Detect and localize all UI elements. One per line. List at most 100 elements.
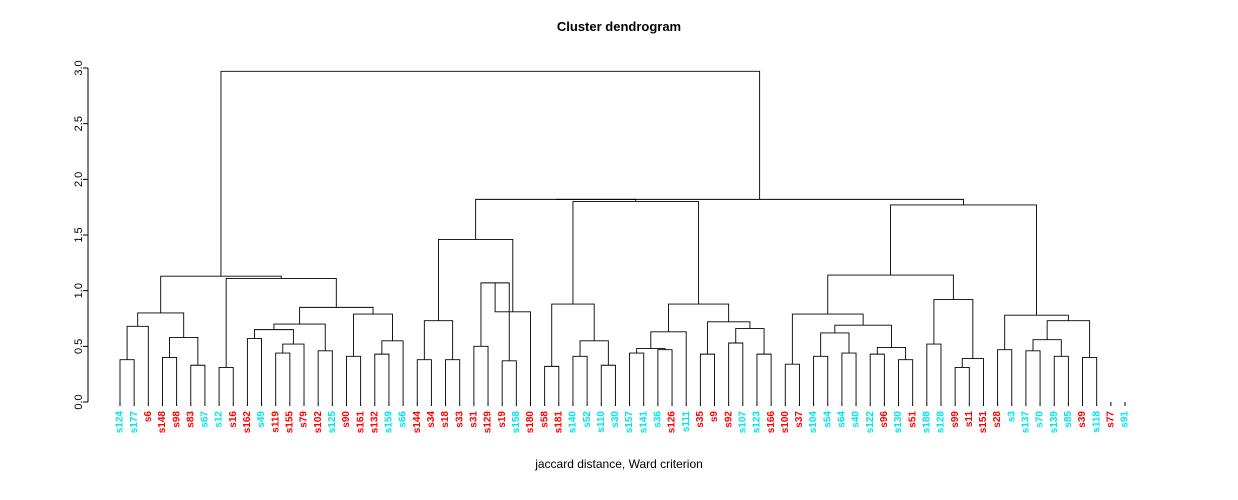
dendrogram-links: [119, 70, 1098, 402]
y-tick-label: 2.0: [73, 172, 85, 187]
dendrogram-link: [890, 204, 1037, 316]
dendrogram-link: [416, 359, 432, 402]
leaf-label-s90: s90: [341, 411, 352, 428]
dendrogram-link: [827, 274, 954, 315]
dendrogram-link: [273, 323, 326, 351]
y-tick-label: 0.0: [73, 394, 85, 409]
leaf-label-s28: s28: [992, 411, 1003, 428]
dendrogram-link: [551, 303, 595, 367]
dendrogram-link: [933, 299, 974, 359]
leaf-label-s19: s19: [497, 411, 508, 428]
dendrogram-link: [169, 336, 199, 366]
dendrogram-link: [254, 329, 294, 345]
dendrogram-link: [813, 355, 829, 402]
dendrogram-link: [869, 353, 885, 402]
dendrogram-link: [629, 352, 645, 402]
leaf-label-s58: s58: [539, 411, 550, 428]
leaf-label-s70: s70: [1035, 411, 1046, 428]
leaf-label-s162: s162: [242, 411, 253, 434]
dendrogram-link: [353, 313, 393, 357]
dendrogram-link: [445, 359, 461, 402]
leaf-label-s122: s122: [865, 411, 876, 434]
dendrogram-link: [1032, 339, 1062, 357]
dendrogram-link: [841, 352, 857, 402]
leaf-label-s148: s148: [157, 411, 168, 434]
dendrogram-link: [668, 303, 730, 332]
y-tick-label: 0.5: [73, 339, 85, 354]
dendrogram-link: [728, 342, 744, 402]
dendrogram-link: [119, 359, 135, 402]
leaf-label-s77: s77: [1105, 411, 1116, 428]
dendrogram-link: [275, 352, 291, 402]
y-tick-label: 3.0: [73, 60, 85, 75]
dendrogram-link: [137, 312, 185, 338]
leaf-label-s79: s79: [299, 411, 310, 428]
page-title: Cluster dendrogram: [556, 19, 682, 34]
leaf-label-s137: s137: [1021, 411, 1032, 434]
leaf-label-s158: s158: [511, 411, 522, 434]
dendrogram-link: [162, 357, 178, 402]
leaf-label-s12: s12: [214, 411, 225, 428]
leaf-label-s102: s102: [313, 411, 324, 434]
leaf-label-s188: s188: [921, 411, 932, 434]
y-axis: 0.00.51.01.52.02.53.0: [73, 60, 89, 410]
leaf-label-s140: s140: [568, 411, 579, 434]
leaf-label-s118: s118: [1091, 411, 1102, 433]
leaf-label-s64: s64: [837, 411, 848, 428]
leaf-label-s141: s141: [638, 411, 649, 434]
leaf-label-s155: s155: [284, 411, 295, 434]
dendrogram-link: [160, 275, 282, 313]
dendrogram-link: [218, 367, 234, 402]
leaf-label-s3: s3: [1006, 411, 1017, 423]
leaf-label-s6: s6: [143, 411, 154, 423]
leaf-label-s16: s16: [228, 411, 239, 428]
leaf-label-s39: s39: [1077, 411, 1088, 428]
dendrogram-link: [299, 306, 374, 325]
leaf-label-s51: s51: [907, 411, 918, 428]
leaf-label-s107: s107: [737, 411, 748, 434]
leaf-label-s144: s144: [412, 411, 423, 434]
dendrogram-link: [1053, 355, 1069, 402]
leaf-label-s129: s129: [483, 411, 494, 434]
leaf-label-s111: s111: [681, 411, 692, 433]
dendrogram-link: [657, 349, 673, 402]
dendrogram-link: [756, 353, 772, 402]
dendrogram-link: [961, 358, 984, 402]
dendrogram-link: [898, 359, 914, 402]
leaf-label-s139: s139: [1049, 411, 1060, 434]
leaf-label-s67: s67: [200, 411, 211, 428]
y-tick-label: 2.5: [73, 116, 85, 131]
dendrogram-link: [190, 364, 206, 402]
leaf-label-s11: s11: [964, 411, 975, 428]
dendrogram-link: [1046, 320, 1091, 358]
leaf-label-s151: s151: [978, 411, 989, 434]
leaf-label-s83: s83: [185, 411, 196, 428]
leaf-label-s181: s181: [553, 411, 564, 434]
leaf-label-s166: s166: [766, 411, 777, 434]
x-axis-caption: jaccard distance, Ward criterion: [535, 457, 703, 471]
leaf-label-s177: s177: [129, 411, 140, 434]
leaf-label-s126: s126: [667, 411, 678, 434]
leaf-label-s132: s132: [369, 411, 380, 434]
leaf-label-s66: s66: [398, 411, 409, 428]
leaf-label-s119: s119: [270, 411, 281, 433]
leaf-label-s40: s40: [851, 411, 862, 428]
dendrogram-link: [475, 198, 637, 240]
dendrogram-link: [1082, 357, 1098, 402]
dendrogram-link: [735, 328, 765, 355]
leaf-label-s18: s18: [440, 411, 451, 428]
y-tick-label: 1.5: [73, 227, 85, 242]
leaf-label-s91: s91: [1120, 411, 1131, 428]
leaf-label-s161: s161: [355, 411, 366, 434]
leaf-label-s104: s104: [808, 411, 819, 434]
leaf-label-s30: s30: [610, 411, 621, 428]
dendrogram-link: [220, 70, 761, 277]
dendrogram-link: [473, 345, 489, 402]
dendrogram-link: [579, 340, 609, 366]
dendrogram-link: [650, 331, 687, 402]
leaf-label-s37: s37: [794, 411, 805, 428]
dendrogram-link: [572, 201, 700, 305]
dendrogram-link: [346, 355, 362, 402]
dendrogram-link: [600, 364, 616, 402]
